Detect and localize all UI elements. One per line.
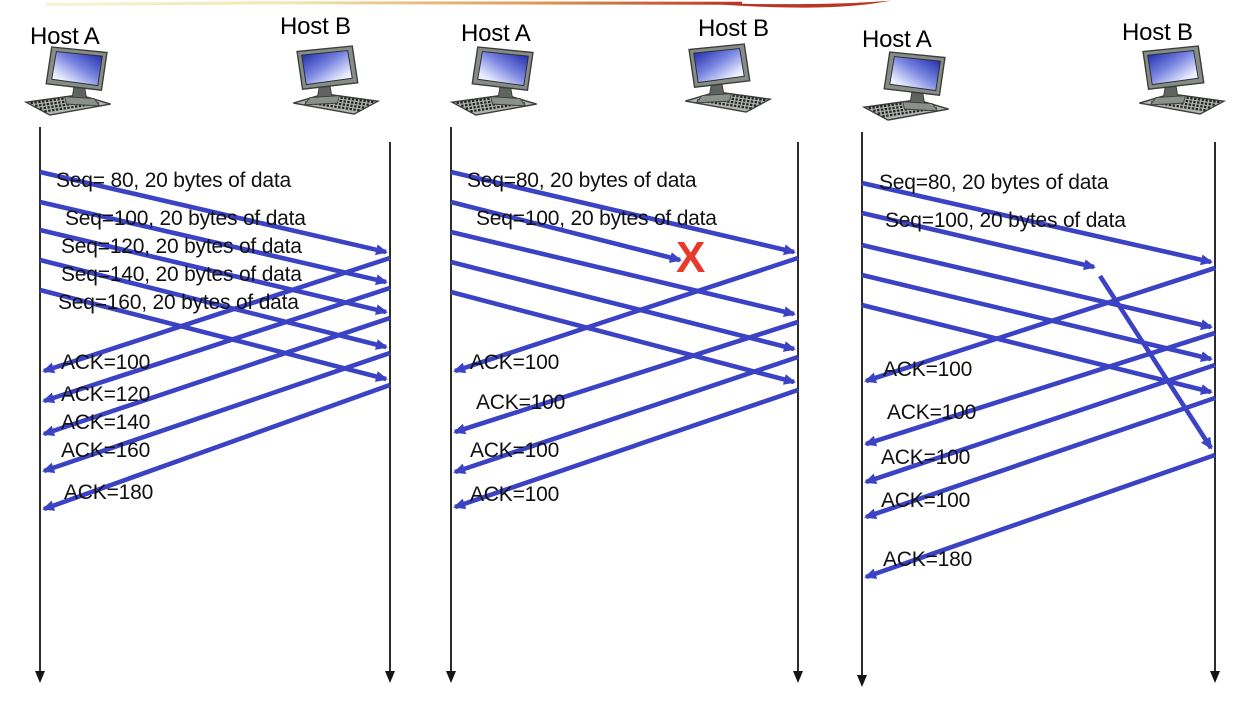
seq-arrow-lost [450, 199, 682, 263]
ack-label: ACK=100 [881, 446, 971, 469]
seq-arrow [861, 272, 1213, 363]
seq-label: Seq=120, 20 bytes of data [61, 235, 302, 258]
seq-arrow [861, 242, 1213, 331]
title-underline-swoosh [45, 0, 891, 8]
host-a-label: Host A [862, 26, 932, 53]
seq-arrow [861, 302, 1213, 395]
ack-label: ACK=100 [470, 351, 560, 374]
ack-label: ACK=100 [887, 401, 977, 424]
timelines [35, 127, 1220, 687]
ack-label: ACK=100 [470, 483, 560, 506]
seq-label: Seq=160, 20 bytes of data [58, 291, 299, 314]
seq-arrow [450, 229, 796, 318]
panel-1-arrows [39, 169, 391, 512]
host-b-label: Host B [698, 15, 769, 42]
host-b-label: Host B [280, 13, 351, 40]
seq-arrow [39, 199, 388, 286]
seq-arrow [861, 180, 1213, 266]
seq-label: Seq=80, 20 bytes of data [467, 169, 697, 192]
ack-arrow [42, 255, 391, 374]
seq-label: Seq=100, 20 bytes of data [476, 207, 717, 230]
ack-arrow [453, 255, 799, 374]
seq-label: Seq=140, 20 bytes of data [61, 263, 302, 286]
seq-arrow [39, 287, 388, 382]
ack-arrow [453, 319, 799, 435]
seq-arrow [450, 289, 796, 385]
seq-arrow [450, 169, 796, 256]
host-a-label: Host A [30, 23, 100, 50]
packet-loss-x-marker: X [676, 233, 706, 282]
host-a-computer-icon [450, 45, 538, 117]
host-b-computer-icon [292, 44, 380, 116]
ack-arrow [864, 452, 1216, 580]
ack-arrow [453, 354, 799, 475]
ack-arrow [864, 395, 1216, 520]
host-a-computer-icon [24, 45, 112, 117]
seq-arrow [450, 259, 796, 352]
ack-label: ACK=140 [61, 411, 151, 434]
host-b-computer-icon [684, 42, 772, 114]
ack-label: ACK=120 [61, 383, 151, 406]
ack-label: ACK=100 [476, 391, 566, 414]
panel-2-arrows [450, 169, 799, 510]
ack-label: ACK=180 [883, 548, 973, 571]
ack-label: ACK=160 [61, 439, 151, 462]
ack-arrow [864, 330, 1216, 447]
ack-arrow [42, 382, 391, 512]
seq-label: Seq= 80, 20 bytes of data [56, 169, 291, 192]
panel-3-arrows [861, 180, 1216, 580]
ack-arrow [42, 315, 391, 437]
ack-label: ACK=100 [883, 358, 973, 381]
ack-label: ACK=100 [61, 351, 151, 374]
host-b-label: Host B [1122, 19, 1193, 46]
ack-arrow [864, 265, 1216, 384]
seq-label: Seq=100, 20 bytes of data [885, 209, 1126, 232]
ack-arrow [864, 362, 1216, 485]
host-a-label: Host A [461, 20, 531, 47]
seq-label: Seq=80, 20 bytes of data [879, 171, 1109, 194]
seq-arrow [39, 169, 388, 256]
ack-label: ACK=100 [470, 439, 560, 462]
ack-arrow [42, 285, 391, 404]
ack-arrow [453, 387, 799, 510]
host-a-computer-icon [862, 50, 950, 122]
seq-label: Seq=100, 20 bytes of data [65, 207, 306, 230]
message-arrows [39, 169, 1216, 580]
ack-arrow [42, 350, 391, 474]
seq-arrow-delayed [861, 210, 1096, 271]
ack-label: ACK=100 [881, 489, 971, 512]
ack-label: ACK=180 [64, 481, 154, 504]
host-b-computer-icon [1138, 44, 1226, 116]
seq-arrow [39, 227, 388, 316]
seq-arrow [39, 257, 388, 350]
